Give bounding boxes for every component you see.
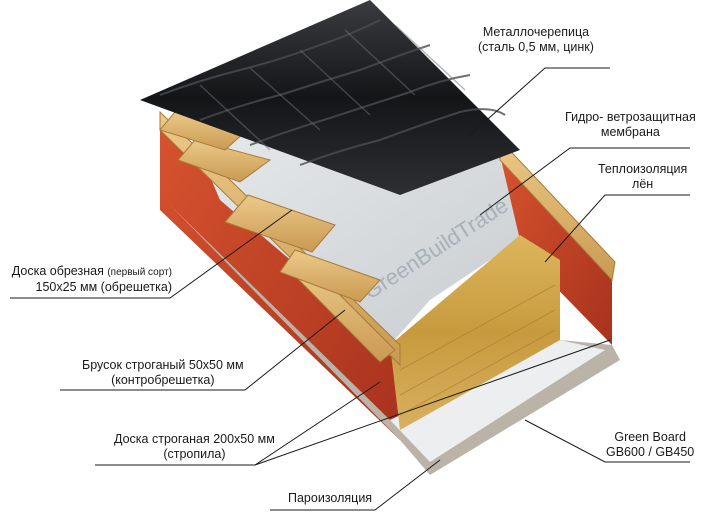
label-lathing-small: (первый сорт): [107, 267, 172, 278]
wood-frame: [159, 110, 616, 367]
batten-2: [224, 194, 336, 253]
label-insulation-line1: Теплоизоляция: [598, 162, 688, 176]
leader-rafter-2: [254, 339, 611, 466]
label-roof-tile-line2: (сталь 0,5 мм, цинк): [478, 40, 594, 54]
label-vapor-barrier: Пароизоляция: [288, 491, 372, 506]
insulation-layer: [390, 235, 560, 430]
leader-insulation: [544, 194, 690, 263]
label-rafter-line1: Доска строганая 200х50 мм: [114, 432, 275, 446]
batten-3: [279, 249, 381, 303]
label-insulation: Теплоизоляция лён: [598, 162, 687, 192]
label-membrane-line1: Гидро- ветрозащитная: [565, 110, 696, 124]
leader-green-board: [524, 419, 690, 463]
label-counter-lath-line2: (контробрешетка): [111, 373, 215, 387]
metal-roof-tiles: [140, 0, 520, 195]
label-roof-tile-line1: Металлочерепица: [482, 25, 590, 39]
label-vapor-barrier-line1: Пароизоляция: [288, 491, 373, 505]
label-lathing-line1: Доска обрезная (первый сорт): [10, 264, 172, 280]
label-green-board-line1: Green Board: [614, 430, 686, 444]
label-roof-tile: Металлочерепица (сталь 0,5 мм, цинк): [478, 25, 594, 55]
label-lathing: Доска обрезная (первый сорт) 150х25 мм (…: [10, 264, 172, 295]
label-counter-lath: Брусок строганый 50х50 мм (контробрешетк…: [82, 358, 244, 388]
label-counter-lath-line1: Брусок строганый 50х50 мм: [82, 358, 244, 372]
label-green-board: Green Board GB600 / GB450: [606, 430, 694, 460]
label-rafter-line2: (стропила): [163, 447, 226, 461]
label-lathing-line2: 150х25 мм (обрешетка): [35, 280, 172, 294]
leader-membrane: [479, 147, 690, 216]
leader-roof-tile: [469, 67, 610, 136]
label-insulation-line2: лён: [632, 177, 654, 191]
leader-counter-lath: [60, 309, 346, 391]
leader-vapor-barrier: [270, 459, 441, 511]
label-rafter: Доска строганая 200х50 мм (стропила): [114, 432, 275, 462]
label-lathing-main: Доска обрезная: [11, 264, 104, 278]
batten-1: [177, 139, 272, 183]
label-membrane: Гидро- ветрозащитная мембрана: [565, 110, 696, 140]
leader-lathing: [10, 209, 293, 299]
membrane-layer: [190, 130, 520, 345]
right-rafter-red-face: [500, 150, 612, 345]
label-membrane-line2: мембрана: [600, 125, 660, 139]
label-green-board-line2: GB600 / GB450: [606, 445, 695, 459]
vapor-barrier-layer: [390, 340, 605, 462]
